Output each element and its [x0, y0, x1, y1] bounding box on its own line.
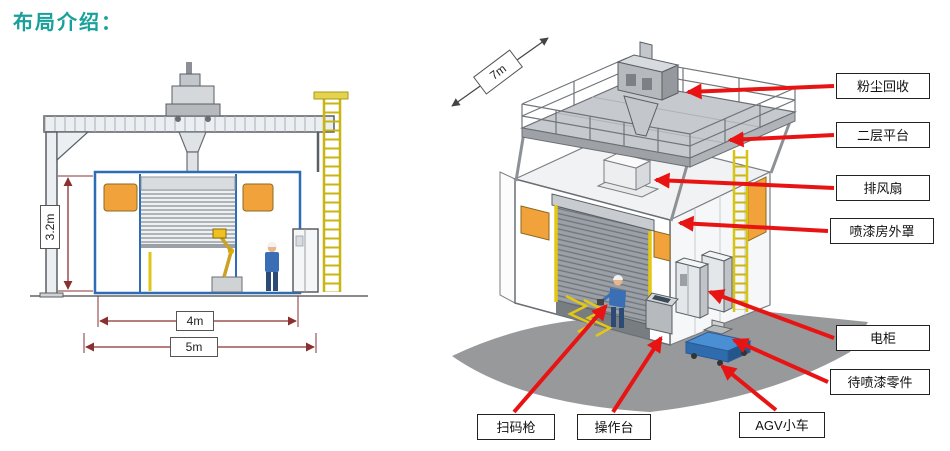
arrow-electrical-cabinet	[707, 289, 835, 340]
booth-front	[93, 170, 302, 295]
callout-exhaust-fan: 排风扇	[836, 175, 930, 201]
callout-agv-cart: AGV小车	[739, 412, 825, 438]
arrow-barcode-scanner	[512, 304, 608, 414]
dim-inner-width-label: 4m	[176, 311, 214, 331]
arrow-upper-platform	[727, 131, 835, 148]
operation-console-box	[645, 292, 679, 335]
callout-electrical-cabinet: 电柜	[836, 325, 930, 351]
control-cabinet-front	[292, 228, 319, 293]
front-window	[520, 205, 550, 241]
arrow-exhaust-fan	[653, 172, 835, 190]
access-ladder	[313, 91, 349, 292]
handheld-scanner	[597, 299, 604, 305]
exhaust-fan-duct	[596, 152, 660, 198]
dust-collector-machine	[616, 41, 680, 137]
electrical-cabinets	[674, 250, 734, 319]
arrow-operation-console	[611, 335, 663, 414]
roller-door-iso	[551, 193, 655, 339]
callout-operation-console: 操作台	[577, 414, 651, 440]
worker	[597, 275, 626, 328]
callout-dust-recovery: 粉尘回收	[836, 73, 930, 99]
part-on-agv	[702, 324, 734, 335]
dim-outer-width-label: 5m	[170, 337, 218, 357]
window-left	[103, 183, 138, 212]
hoist-machine	[165, 62, 221, 122]
paint-robot	[211, 228, 243, 293]
arrow-agv-cart	[720, 364, 778, 412]
platform-ladder	[732, 150, 749, 312]
arrow-dust-recovery	[685, 83, 835, 100]
page-title: 布局介绍：	[13, 12, 123, 34]
callout-parts-to-paint: 待喷漆零件	[830, 369, 930, 395]
left-return-wall	[499, 171, 516, 304]
ground-shadow	[452, 310, 868, 412]
arrow-parts-to-paint	[731, 338, 829, 384]
dim-height-label: 3.2m	[40, 205, 60, 249]
window-right	[242, 183, 274, 212]
front-window-small	[653, 230, 671, 262]
front-view	[30, 62, 368, 353]
callout-booth-cover: 喷漆房外罩	[830, 218, 934, 244]
iso-view	[451, 37, 868, 412]
duct-funnel	[178, 131, 207, 173]
callout-upper-platform: 二层平台	[836, 122, 930, 148]
callout-barcode-scanner: 扫码枪	[477, 414, 555, 440]
operator-front	[265, 242, 279, 291]
shutter-header	[140, 176, 236, 191]
callout-arrows	[512, 83, 835, 414]
arrow-booth-cover	[677, 215, 829, 233]
